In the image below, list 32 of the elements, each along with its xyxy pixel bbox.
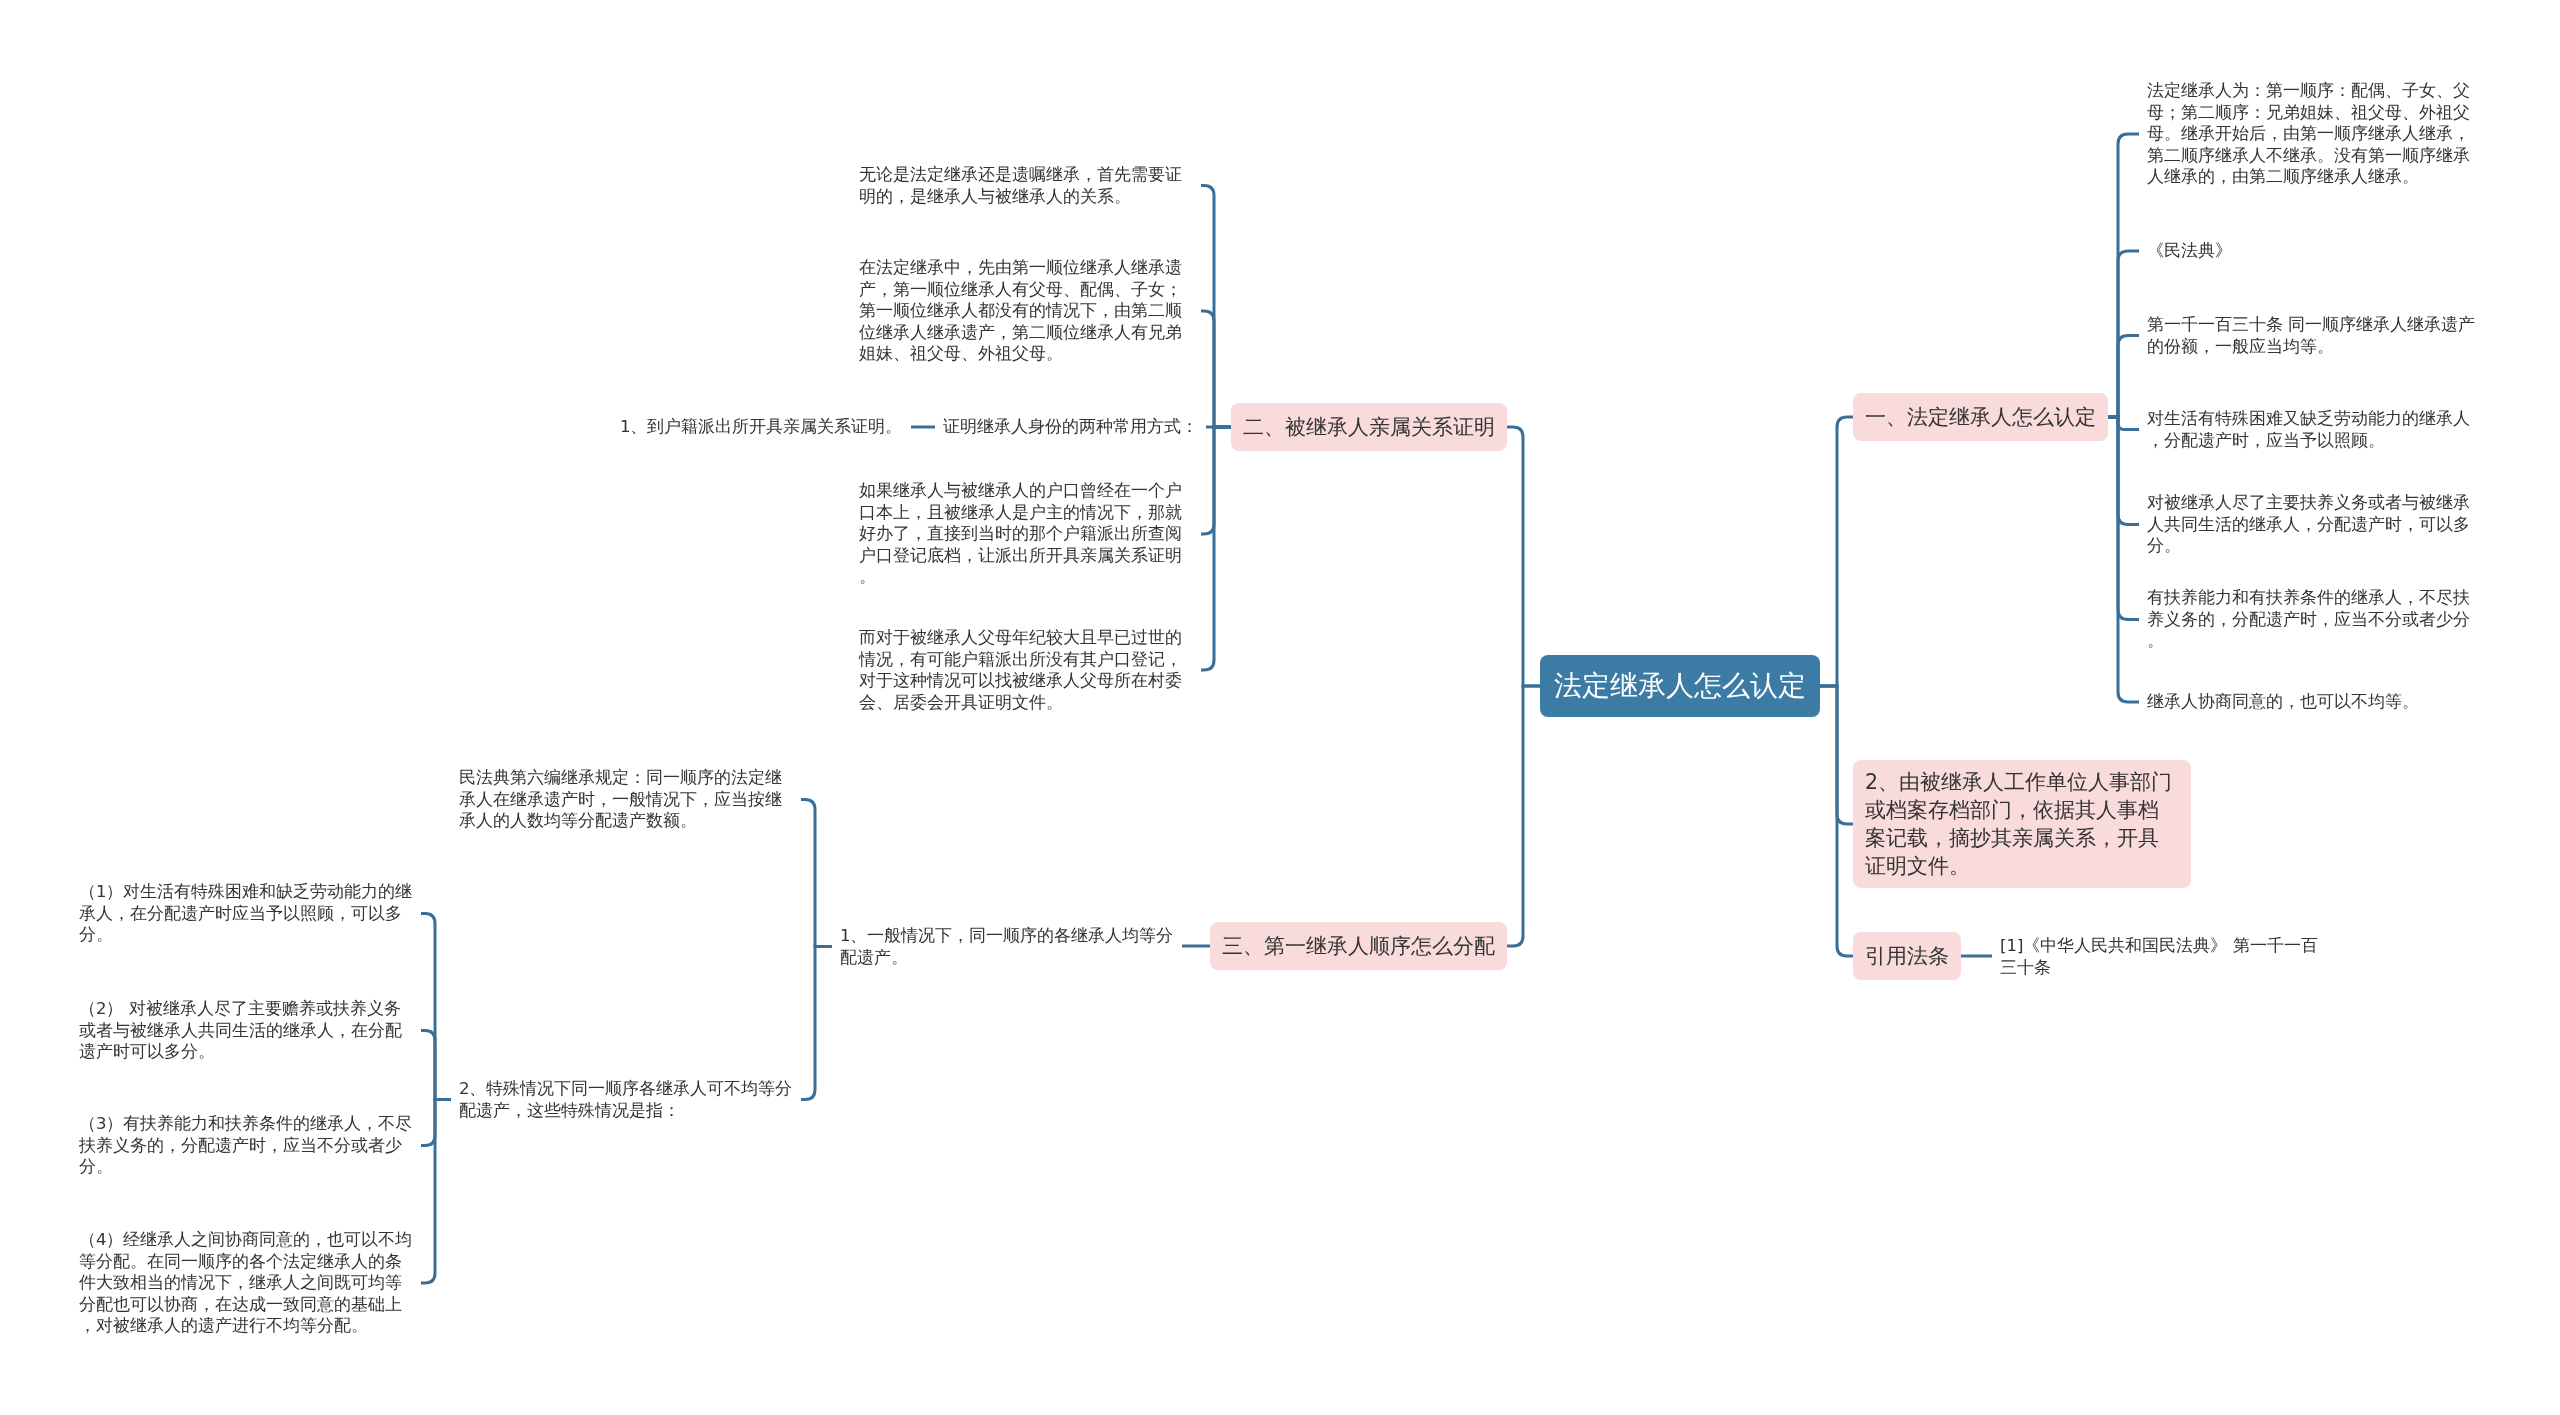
connector-line bbox=[1961, 954, 1992, 958]
central-topic: 法定继承人怎么认定 bbox=[1540, 655, 1820, 717]
connector-line bbox=[911, 425, 935, 429]
note-text: 继承人协商同意的，也可以不均等。 bbox=[2139, 689, 2427, 715]
note-text: 对被继承人尽了主要扶养义务或者与被继承人共同生活的继承人，分配遗产时，可以多分。 bbox=[2139, 490, 2489, 559]
connector-line bbox=[1820, 684, 1853, 958]
note-text: 民法典第六编继承规定：同一顺序的法定继承人在继承遗产时，一般情况下，应当按继承人的人数均等分配遗产数额。 bbox=[451, 765, 801, 834]
note-text: 2、特殊情况下同一顺序各继承人可不均等分配遗产，这些特殊情况是指： bbox=[451, 1076, 801, 1123]
note-text: 有扶养能力和有扶养条件的继承人，不尽扶养义务的，分配遗产时，应当不分或者少分。 bbox=[2139, 585, 2489, 654]
note-text: 1、一般情况下，同一顺序的各继承人均等分配遗产。 bbox=[832, 923, 1182, 970]
branch-topic: 二、被继承人亲属关系证明 bbox=[1231, 403, 1507, 451]
note-text: 证明继承人身份的两种常用方式： bbox=[935, 414, 1206, 440]
note-text: （3）有扶养能力和扶养条件的继承人，不尽扶养义务的，分配遗产时，应当不分或者少分。 bbox=[71, 1111, 421, 1180]
note-text: 如果继承人与被继承人的户口曾经在一个户口本上，且被继承人是户主的情况下，那就好办了，直接到当时的那个户籍派出所查阅户口登记底档，让派出所开具亲属关系证明。 bbox=[851, 478, 1201, 590]
connector-line bbox=[1182, 944, 1210, 948]
note-text: 《民法典》 bbox=[2139, 238, 2240, 264]
note-text: 在法定继承中，先由第一顺位继承人继承遗产，第一顺位继承人有父母、配偶、子女；第一顺位继承人都没有的情况下，由第二顺位继承人继承遗产，第二顺位继承人有兄弟姐妹、祖父母、外祖父母。 bbox=[851, 255, 1201, 367]
note-text: （2） 对被继承人尽了主要赡养或扶养义务或者与被继承人共同生活的继承人，在分配遗产时可以多分。 bbox=[71, 996, 421, 1065]
note-text: [1]《中华人民共和国民法典》 第一千一百三十条 bbox=[1992, 933, 2342, 980]
note-text: 1、到户籍派出所开具亲属关系证明。 bbox=[612, 414, 911, 440]
note-text: （1）对生活有特殊困难和缺乏劳动能力的继承人，在分配遗产时应当予以照顾，可以多分。 bbox=[71, 879, 421, 948]
note-text: 法定继承人为：第一顺序：配偶、子女、父母；第二顺序：兄弟姐妹、祖父母、外祖父母。继承开始后，由第一顺序继承人继承，第二顺序继承人不继承。没有第一顺序继承人继承的，由第二顺序继承人继承。 bbox=[2139, 78, 2489, 190]
branch-topic: 2、由被继承人工作单位人事部门或档案存档部门，依据其人事档案记载，摘抄其亲属关系，开具证明文件。 bbox=[1853, 760, 2191, 888]
note-text: 无论是法定继承还是遗嘱继承，首先需要证明的，是继承人与被继承人的关系。 bbox=[851, 162, 1201, 209]
branch-topic: 一、法定继承人怎么认定 bbox=[1853, 393, 2108, 441]
note-text: 而对于被继承人父母年纪较大且早已过世的情况，有可能户籍派出所没有其户口登记，对于这种情况可以找被继承人父母所在村委会、居委会开具证明文件。 bbox=[851, 625, 1201, 715]
note-text: 第一千一百三十条 同一顺序继承人继承遗产的份额，一般应当均等。 bbox=[2139, 312, 2489, 359]
note-text: 对生活有特殊困难又缺乏劳动能力的继承人，分配遗产时，应当予以照顾。 bbox=[2139, 406, 2489, 453]
note-text: （4）经继承人之间协商同意的，也可以不均等分配。在同一顺序的各个法定继承人的条件大致相当的情况下，继承人之间既可均等分配也可以协商，在达成一致同意的基础上，对被继承人的遗产进行不均等分配。 bbox=[71, 1227, 421, 1339]
branch-topic: 引用法条 bbox=[1853, 932, 1961, 980]
connector-line bbox=[1507, 684, 1540, 948]
branch-topic: 三、第一继承人顺序怎么分配 bbox=[1210, 922, 1507, 970]
